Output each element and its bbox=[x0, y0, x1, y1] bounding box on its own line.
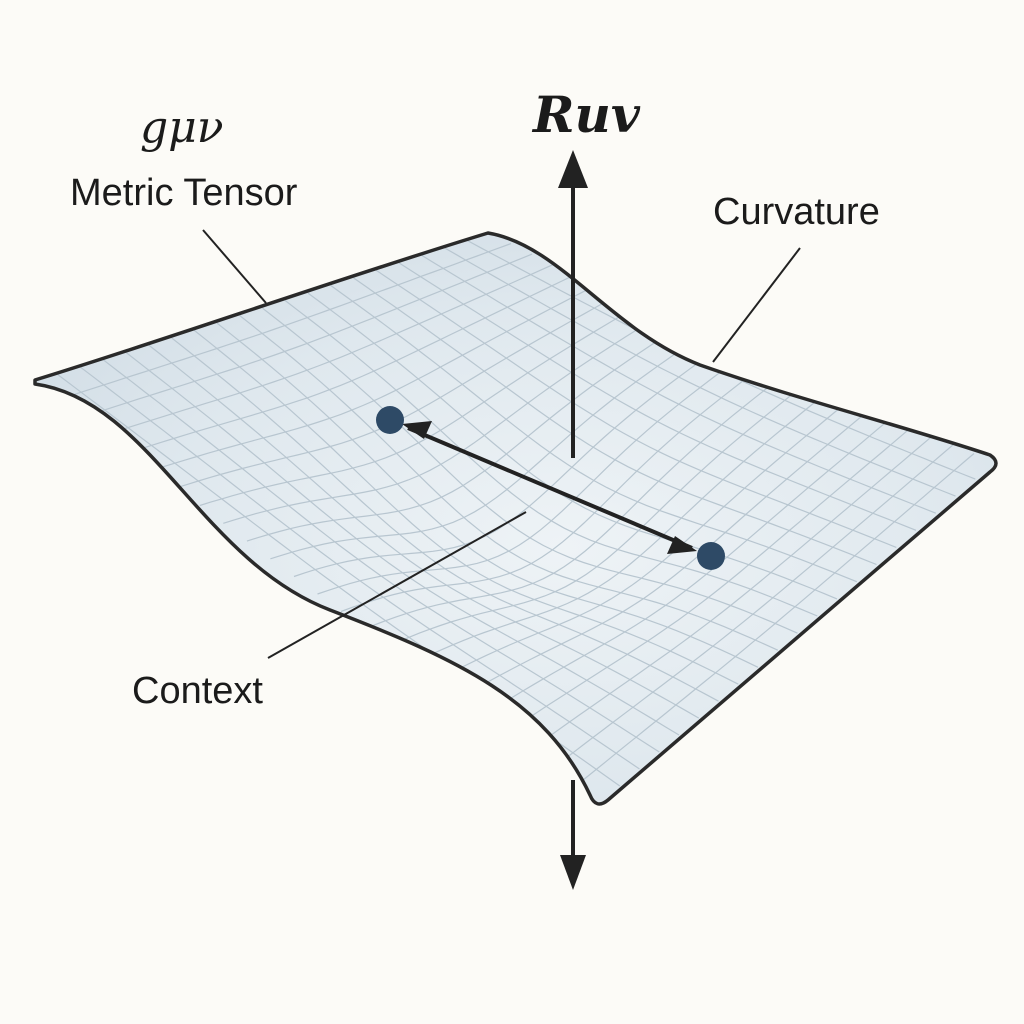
curvature-symbol: Ruv bbox=[533, 85, 640, 144]
grid-line bbox=[340, 364, 764, 613]
surface-grid bbox=[57, 239, 976, 787]
grid-line bbox=[411, 392, 828, 665]
point-b bbox=[697, 542, 725, 570]
metric-symbol: gμν bbox=[140, 102, 224, 153]
curvature-label: Curvature bbox=[713, 191, 880, 233]
grid-line bbox=[458, 409, 870, 699]
grid-line bbox=[552, 444, 954, 769]
grid-line bbox=[529, 435, 933, 751]
distance-arrow bbox=[407, 426, 693, 550]
grid-line bbox=[58, 243, 512, 401]
context-label: Context bbox=[132, 670, 263, 712]
grid-line bbox=[270, 335, 701, 560]
grid-line bbox=[317, 355, 743, 595]
grid-line bbox=[364, 373, 785, 630]
surface-outline bbox=[33, 231, 998, 806]
grid-line bbox=[129, 274, 575, 453]
grid-line bbox=[81, 253, 533, 418]
metric-tensor-label: Metric Tensor bbox=[70, 172, 298, 214]
grid-line bbox=[223, 315, 659, 524]
distance-arrowhead-left-icon bbox=[402, 421, 432, 439]
grid-line bbox=[387, 383, 806, 647]
point-a bbox=[376, 406, 404, 434]
grid-line bbox=[199, 305, 638, 507]
up-arrowhead-icon bbox=[558, 150, 588, 188]
grid-line bbox=[152, 284, 596, 471]
distance-arrowhead-right-icon bbox=[667, 536, 697, 554]
down-arrowhead-icon bbox=[560, 855, 586, 890]
metric-leader-line bbox=[202, 229, 267, 304]
grid-line bbox=[246, 325, 680, 542]
grid-line bbox=[434, 401, 849, 682]
grid-line bbox=[481, 418, 891, 717]
grid-line bbox=[105, 264, 554, 436]
context-leader-line bbox=[267, 511, 527, 659]
grid-line bbox=[576, 453, 975, 786]
grid-line bbox=[505, 427, 912, 734]
curvature-leader-line bbox=[712, 247, 801, 363]
